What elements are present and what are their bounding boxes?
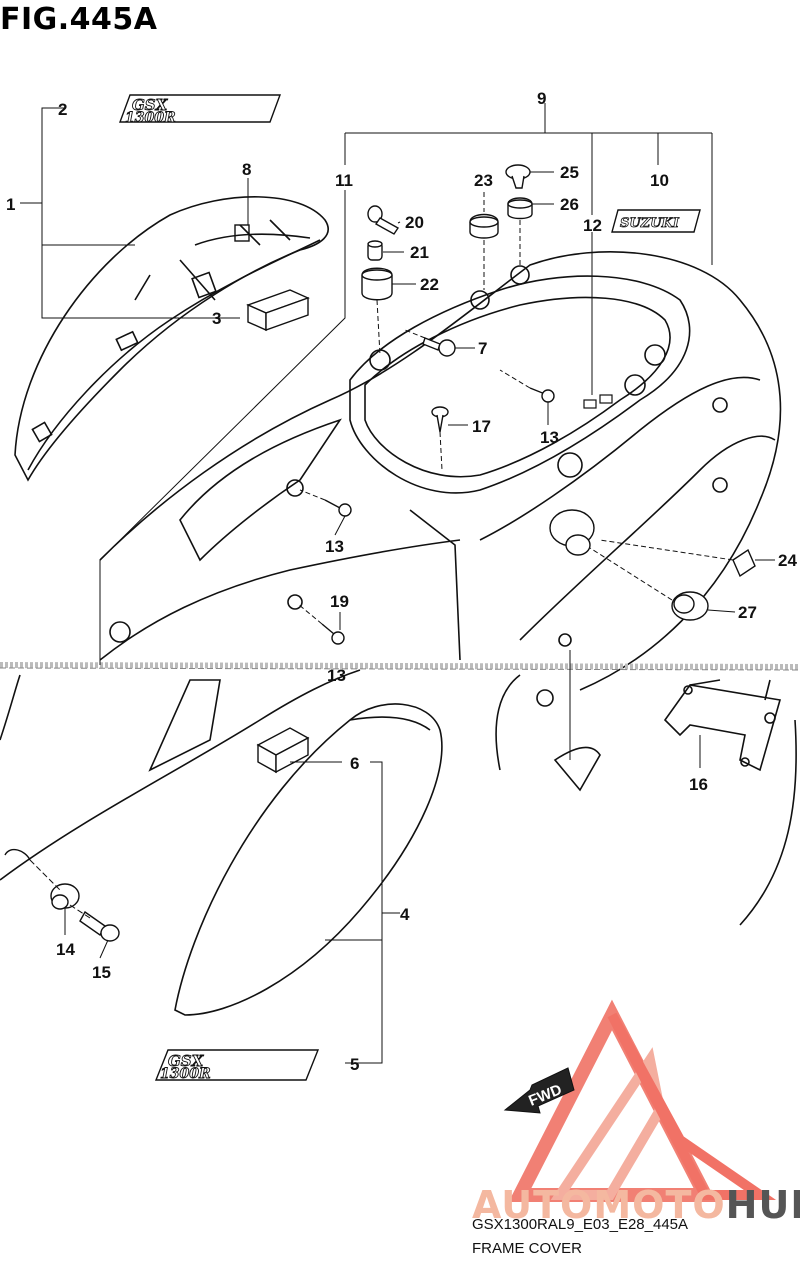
watermark-brand-part1: AUTOMOTO [472,1183,726,1227]
watermark-logo-mark [508,999,777,1202]
callout-9: 9 [537,89,546,108]
figure-title: FIG.445A [0,2,158,37]
part-17-rivet [431,406,449,433]
gsxr-bottom-badge-line1: GSX [168,1052,205,1070]
callout-21: 21 [410,243,429,262]
part-25-push-rivet [505,164,531,189]
callout-6: 6 [350,754,359,773]
callout-13a: 13 [540,428,559,447]
callout-26: 26 [560,195,579,214]
part-20-screw [367,205,400,235]
watermark-brand-text: AUTOMOTOHUB [472,1183,800,1227]
callout-10: 10 [650,171,669,190]
figure-caption: FRAME COVER [472,1240,583,1257]
callout-3: 3 [212,309,221,328]
callout-5: 5 [350,1055,359,1074]
callout-8: 8 [242,160,251,179]
part-23-grommet [469,213,499,239]
callout-15: 15 [92,963,111,982]
callout-23: 23 [474,171,493,190]
part-21-collar [367,240,383,261]
part-5-gsxr-emblem: GSX 1300R [154,1049,320,1082]
callout-11: 11 [335,171,353,190]
callout-7: 7 [478,339,487,358]
part-3-cushion-pad [246,289,310,332]
callout-14: 14 [56,940,75,959]
callout-16: 16 [689,775,708,794]
watermark-brand-part2: HUB [725,1183,800,1227]
callout-25: 25 [560,163,579,182]
part-8-clip [234,224,250,242]
part-10-suzuki-emblem: SUZUKI [611,209,701,233]
callout-12: 12 [583,216,602,235]
part-4-side-panel [174,703,443,1016]
part-26-grommet [507,197,533,220]
part-1-left-upper-cover [14,196,329,482]
part-6-cushion-pad [256,727,310,774]
part-13-screw-b [324,499,352,517]
callout-13c: 13 [327,666,346,685]
callout-13b: 13 [325,537,344,556]
figure-code: GSX1300RAL9_E03_E28_445A [472,1216,689,1233]
callout-19: 19 [330,592,349,611]
assembly-leader-14-15 [29,859,91,919]
leader-lines [20,103,775,1064]
gsxr-bottom-badge-line2: 1300R [160,1066,211,1082]
part-2-gsxr-emblem: GSX 1300R [118,94,282,126]
callout-24: 24 [778,551,797,570]
callout-1: 1 [6,195,15,214]
suzuki-badge-text: SUZUKI [620,216,680,231]
gsxr-top-badge-line2: 1300R [125,110,176,126]
callout-17: 17 [472,417,491,436]
part-7-screw [422,337,456,357]
part-15-bolt [79,910,120,942]
part-24-label [732,548,756,578]
callout-2: 2 [58,100,67,119]
part-9-tail-cover-assembly [99,251,782,691]
part-13-screw-a [529,387,555,403]
part-27-grommet [671,591,709,621]
part-12-labels [583,394,613,409]
callout-22: 22 [420,275,439,294]
part-14-grommet [4,848,80,910]
callout-20: 20 [405,213,424,232]
small-grommet-rear [549,509,595,556]
callout-4: 4 [400,905,410,924]
part-16-bracket [663,679,782,772]
lower-cover-outlines [0,669,797,926]
callout-27: 27 [738,603,757,622]
part-22-grommet [361,267,393,301]
section-break-line [0,662,800,671]
gsxr-top-badge-line1: GSX [132,96,169,114]
part-19-rivet [321,623,345,645]
